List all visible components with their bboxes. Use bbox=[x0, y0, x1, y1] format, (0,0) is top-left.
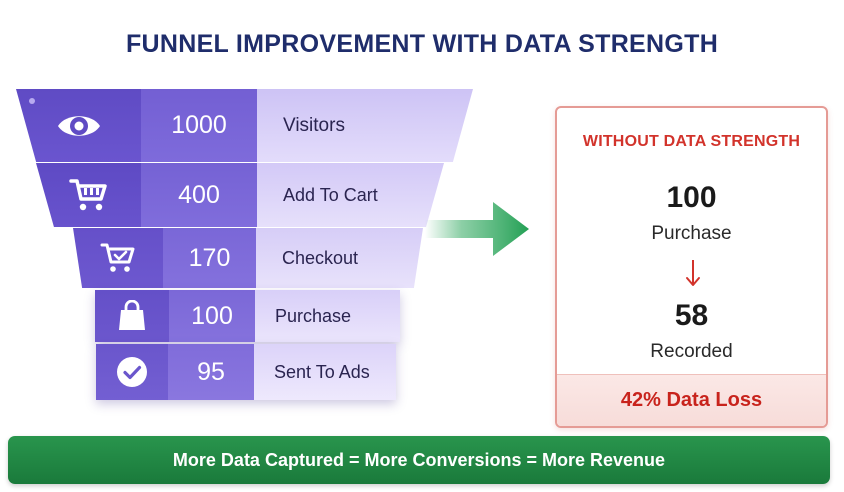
cart-icon bbox=[36, 163, 141, 227]
funnel-row-purchase: 100 Purchase bbox=[95, 290, 400, 342]
right-arrow-icon bbox=[425, 202, 529, 256]
funnel-row-checkout: 170 Checkout bbox=[73, 228, 423, 288]
down-arrow-icon bbox=[686, 260, 700, 286]
funnel-value: 95 bbox=[168, 344, 254, 400]
shopping-bag-icon bbox=[95, 290, 169, 342]
funnel-label: Purchase bbox=[255, 290, 400, 342]
funnel-value: 1000 bbox=[141, 89, 257, 162]
funnel-row-add-to-cart: 400 Add To Cart bbox=[36, 163, 444, 227]
data-loss-footer: 42% Data Loss bbox=[557, 374, 826, 426]
recorded-count: 58 bbox=[674, 299, 709, 332]
funnel-value: 100 bbox=[169, 290, 255, 342]
eye-icon bbox=[16, 89, 141, 162]
panel-heading: WITHOUT DATA STRENGTH bbox=[582, 133, 801, 150]
funnel-label: Visitors bbox=[257, 89, 473, 162]
funnel-row-sent-to-ads: 95 Sent To Ads bbox=[96, 344, 396, 400]
recorded-label: Recorded bbox=[650, 341, 733, 362]
funnel-value: 400 bbox=[141, 163, 257, 227]
funnel-label: Sent To Ads bbox=[254, 344, 396, 400]
funnel-row-visitors: 1000 Visitors bbox=[16, 89, 473, 162]
funnel-label: Checkout bbox=[256, 228, 423, 288]
without-data-strength-panel: WITHOUT DATA STRENGTH 100 Purchase 58 Re… bbox=[555, 106, 828, 428]
funnel-value: 170 bbox=[163, 228, 256, 288]
decorative-dot bbox=[29, 98, 35, 104]
cart-check-icon bbox=[73, 228, 163, 288]
summary-banner: More Data Captured = More Conversions = … bbox=[8, 436, 830, 484]
purchase-count: 100 bbox=[666, 181, 717, 214]
check-circle-icon bbox=[96, 344, 168, 400]
page-title: FUNNEL IMPROVEMENT WITH DATA STRENGTH bbox=[125, 30, 719, 58]
purchase-label: Purchase bbox=[651, 223, 732, 244]
funnel-label: Add To Cart bbox=[257, 163, 444, 227]
